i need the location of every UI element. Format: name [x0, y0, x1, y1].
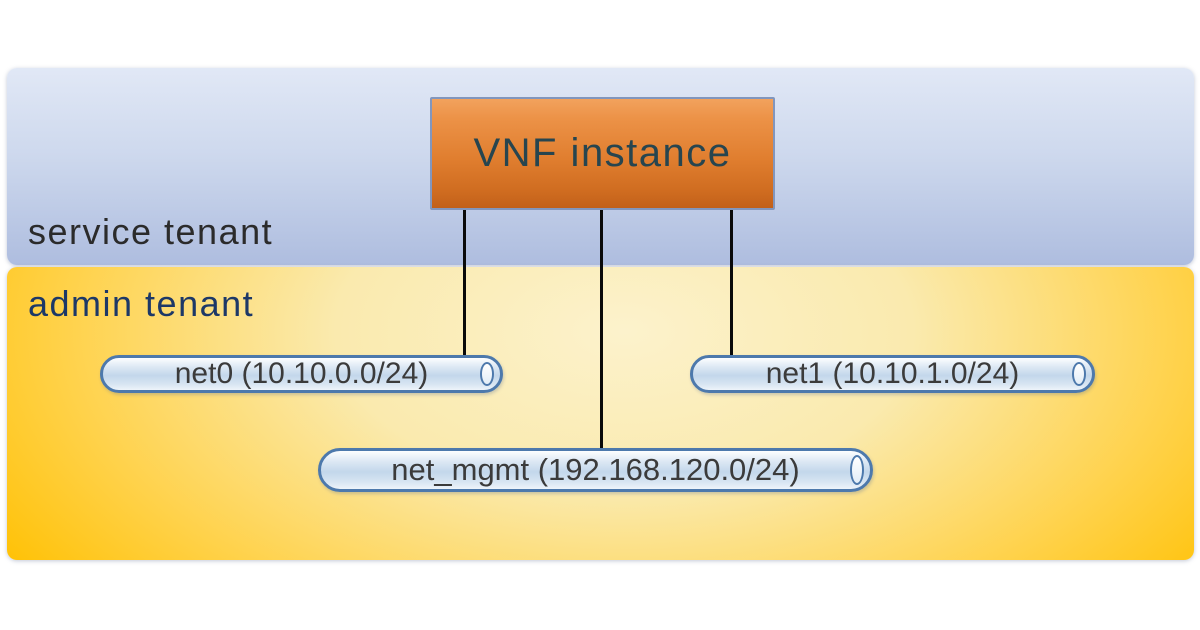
cylinder-cap-icon: [1072, 362, 1086, 386]
connector-vnf-to-net1: [730, 210, 733, 357]
service-tenant-label: service tenant: [28, 211, 274, 252]
vnf-instance-node: VNF instance: [430, 97, 775, 210]
cylinder-cap-icon: [480, 362, 494, 386]
connector-vnf-to-net0: [463, 210, 466, 357]
network-net-mgmt-label: net_mgmt (192.168.120.0/24): [391, 452, 800, 487]
cylinder-cap-icon: [850, 455, 864, 485]
connector-vnf-to-net-mgmt: [600, 210, 603, 450]
network-net0-label: net0 (10.10.0.0/24): [174, 357, 429, 390]
vnf-instance-label: VNF instance: [473, 131, 732, 175]
network-net-mgmt: net_mgmt (192.168.120.0/24): [318, 448, 873, 492]
admin-tenant-label: admin tenant: [28, 283, 255, 324]
network-net1-label: net1 (10.10.1.0/24): [765, 357, 1020, 390]
network-net0: net0 (10.10.0.0/24): [100, 355, 503, 393]
network-net1: net1 (10.10.1.0/24): [690, 355, 1095, 393]
